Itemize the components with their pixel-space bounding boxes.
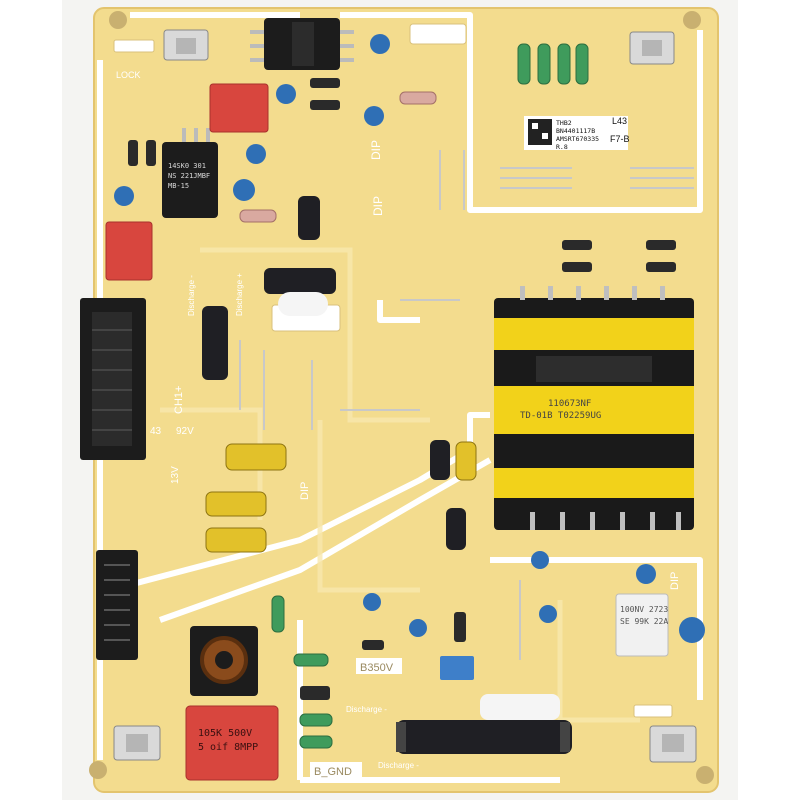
svg-text:110673NF: 110673NF	[548, 399, 591, 409]
svg-text:Discharge +: Discharge +	[235, 273, 244, 316]
corner-clips	[113, 29, 697, 763]
svg-text:43: 43	[150, 426, 162, 437]
diodes	[128, 78, 676, 700]
svg-text:L43: L43	[612, 116, 627, 126]
lower-connector	[96, 550, 138, 660]
svg-text:BN4401117B: BN4401117B	[556, 127, 595, 135]
white-box-capacitor: 100NV 2723 SE 99K 22A	[615, 593, 669, 657]
b350v-badge: B350V	[356, 658, 402, 674]
svg-text:F7-B: F7-B	[610, 134, 630, 144]
toroid-inductor	[190, 626, 258, 696]
svg-text:AMSRT670335: AMSRT670335	[556, 135, 599, 143]
svg-text:NS 221JMBF: NS 221JMBF	[168, 172, 210, 180]
svg-text:92V: 92V	[176, 426, 194, 437]
svg-text:DIP: DIP	[299, 482, 311, 500]
mounting-hole	[89, 761, 107, 779]
svg-text:Discharge -: Discharge -	[187, 275, 196, 316]
red-components: 105K 500V 5 oif 8MPP	[105, 83, 279, 781]
svg-text:THB2: THB2	[556, 119, 572, 127]
svg-text:MB-15: MB-15	[168, 182, 189, 190]
svg-text:14SK0 301: 14SK0 301	[168, 162, 206, 170]
svg-text:TD-01B T02259UG: TD-01B T02259UG	[520, 411, 601, 421]
yellow-capacitors	[205, 441, 477, 553]
svg-text:DIP: DIP	[669, 572, 681, 590]
resistors	[239, 43, 589, 749]
model-sticker: THB2 BN4401117B AMSRT670335 R.8 L43 F7-B	[524, 116, 630, 151]
svg-text:DIP: DIP	[369, 140, 383, 160]
small-transformer-left: 14SK0 301 NS 221JMBF MB-15	[162, 128, 218, 218]
svg-text:LOCK: LOCK	[116, 70, 141, 80]
svg-text:R.8: R.8	[556, 143, 568, 151]
main-transformer: 110673NF TD-01B T02259UG	[494, 286, 694, 530]
small-transformer-top	[250, 18, 354, 70]
jumper-wires	[239, 150, 694, 660]
mounting-hole	[696, 766, 714, 784]
mounting-hole	[109, 11, 127, 29]
svg-text:CH1+: CH1+	[173, 386, 185, 414]
silkscreen-labels: LOCK DIP DIP DIP DIP CH1+ 43 92V 13V Dis…	[116, 70, 681, 590]
svg-text:SE 99K 22A: SE 99K 22A	[620, 617, 668, 626]
svg-text:B350V: B350V	[360, 662, 394, 674]
svg-text:105K 500V: 105K 500V	[198, 728, 252, 739]
svg-text:100NV 2723: 100NV 2723	[620, 605, 668, 614]
svg-text:5 oif 8MPP: 5 oif 8MPP	[198, 742, 258, 753]
b-gnd-badge: B_GND	[310, 762, 362, 778]
discharge-label-foot: Discharge -	[378, 761, 419, 770]
pcb	[89, 7, 719, 793]
blue-disc-caps	[114, 34, 705, 643]
mounting-hole	[683, 11, 701, 29]
svg-text:13V: 13V	[170, 466, 181, 484]
blue-box-capacitor	[440, 656, 474, 680]
svg-text:DIP: DIP	[371, 196, 385, 216]
black-capacitors	[202, 196, 466, 550]
traces	[160, 247, 640, 723]
bulk-capacitor	[396, 694, 572, 754]
discharge-label-bottom: Discharge -	[346, 705, 387, 714]
svg-text:B_GND: B_GND	[314, 766, 352, 778]
main-connector	[80, 298, 146, 460]
